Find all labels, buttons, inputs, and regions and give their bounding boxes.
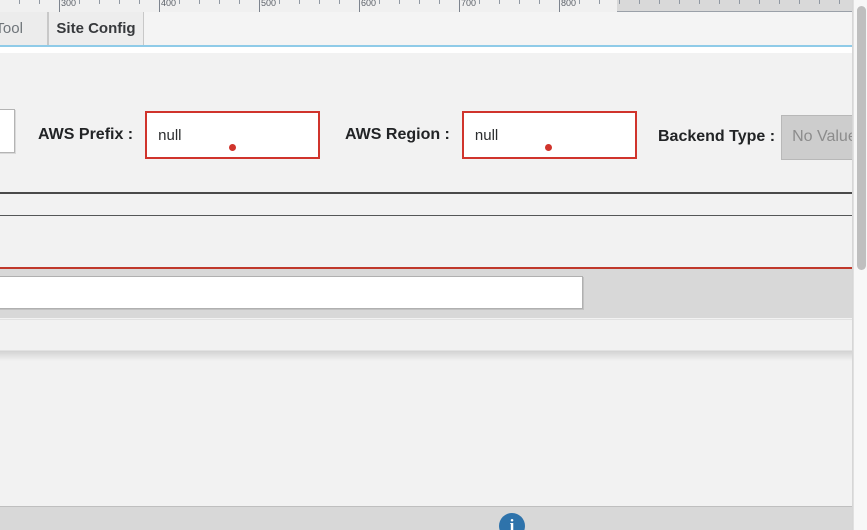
tab-site-config[interactable]: Site Config — [48, 12, 144, 45]
ruler-major-tick — [459, 0, 460, 12]
field-group-backend-type: Backend Type : No Value — [658, 111, 853, 163]
vertical-scrollbar-track[interactable] — [853, 0, 867, 530]
ruler-minor-tick — [519, 0, 520, 4]
ruler-minor-tick — [439, 0, 440, 4]
required-indicator-dot — [545, 144, 553, 151]
info-icon[interactable]: i — [499, 513, 525, 530]
ruler-minor-tick — [19, 0, 20, 4]
panel-top-spacer — [0, 47, 853, 53]
field-group-aws-prefix: AWS Prefix : null — [38, 109, 321, 161]
panel-section-shadow — [0, 351, 853, 361]
search-input[interactable] — [0, 276, 583, 309]
input-aws-prefix-value: null — [158, 126, 182, 144]
ruler-label: 400 — [161, 0, 177, 8]
ruler-minor-tick — [179, 0, 180, 4]
ruler-minor-tick — [339, 0, 340, 4]
input-aws-region[interactable]: null — [461, 111, 637, 159]
tab-strip: y Tool Site Config — [0, 12, 853, 45]
ruler-label: 300 — [61, 0, 77, 8]
tab-site-config-label: Site Config — [56, 20, 136, 37]
tab-bar: y Tool Site Config — [0, 12, 867, 47]
ruler-major-tick — [159, 0, 160, 12]
ruler-minor-tick — [79, 0, 80, 4]
ruler-minor-tick — [479, 0, 480, 4]
ruler-minor-tick — [219, 0, 220, 4]
panel-section-break — [0, 319, 853, 320]
ruler-major-tick — [259, 0, 260, 12]
ruler-minor-tick — [839, 0, 840, 4]
ruler-minor-tick — [779, 0, 780, 4]
ruler-minor-tick — [639, 0, 640, 4]
ruler-minor-tick — [299, 0, 300, 4]
vertical-scrollbar-thumb[interactable] — [857, 6, 866, 270]
ruler-label: 800 — [561, 0, 577, 8]
panel-right-edge — [852, 0, 853, 530]
tab-bar-empty-area — [144, 12, 853, 45]
ruler-major-tick — [59, 0, 60, 12]
ruler-minor-tick — [39, 0, 40, 4]
ruler-minor-tick — [399, 0, 400, 4]
ruler-ticks: 300 400 500 600 700 800 — [0, 0, 867, 12]
ruler-major-tick — [559, 0, 560, 12]
ruler-label: 500 — [261, 0, 277, 8]
section-divider-upper — [0, 192, 853, 194]
clipped-input-left[interactable] — [0, 109, 15, 153]
ruler-label: 600 — [361, 0, 377, 8]
ruler-minor-tick — [239, 0, 240, 4]
ruler-minor-tick — [699, 0, 700, 4]
ruler-minor-tick — [119, 0, 120, 4]
ruler-minor-tick — [719, 0, 720, 4]
ruler-minor-tick — [539, 0, 540, 4]
label-aws-region: AWS Region : — [345, 126, 450, 143]
ruler-minor-tick — [379, 0, 380, 4]
input-aws-region-value: null — [474, 126, 499, 144]
input-aws-prefix[interactable]: null — [145, 111, 321, 159]
ruler-minor-tick — [679, 0, 680, 4]
footer-band — [0, 506, 853, 530]
required-indicator-dot — [228, 144, 236, 151]
ruler-minor-tick — [419, 0, 420, 4]
ruler-minor-tick — [619, 0, 620, 4]
section-divider-lower — [0, 215, 853, 216]
ruler-minor-tick — [99, 0, 100, 4]
ruler-minor-tick — [799, 0, 800, 4]
ruler-minor-tick — [599, 0, 600, 4]
ruler-minor-tick — [199, 0, 200, 4]
config-form-row: AWS Prefix : null AWS Region : null Back… — [0, 105, 853, 177]
ruler-minor-tick — [739, 0, 740, 4]
select-backend-type[interactable]: No Value — [781, 114, 853, 160]
ruler-minor-tick — [139, 0, 140, 4]
ruler-minor-tick — [579, 0, 580, 4]
ruler-minor-tick — [819, 0, 820, 4]
label-backend-type: Backend Type : — [658, 128, 776, 145]
main-panel: AWS Prefix : null AWS Region : null Back… — [0, 47, 853, 530]
ruler-label: 700 — [461, 0, 477, 8]
ruler-minor-tick — [279, 0, 280, 4]
panel-section-break-2 — [0, 350, 853, 351]
ruler-minor-tick — [319, 0, 320, 4]
validation-rule-line — [0, 267, 853, 269]
select-backend-type-value: No Value — [792, 128, 853, 145]
tab-deploy-tool-label: y Tool — [0, 20, 23, 37]
field-group-aws-region: AWS Region : null — [345, 109, 637, 161]
label-aws-prefix: AWS Prefix : — [38, 126, 134, 143]
ruler-major-tick — [359, 0, 360, 12]
tab-deploy-tool[interactable]: y Tool — [0, 12, 48, 45]
ruler-minor-tick — [759, 0, 760, 4]
ruler-minor-tick — [499, 0, 500, 4]
ruler-minor-tick — [659, 0, 660, 4]
